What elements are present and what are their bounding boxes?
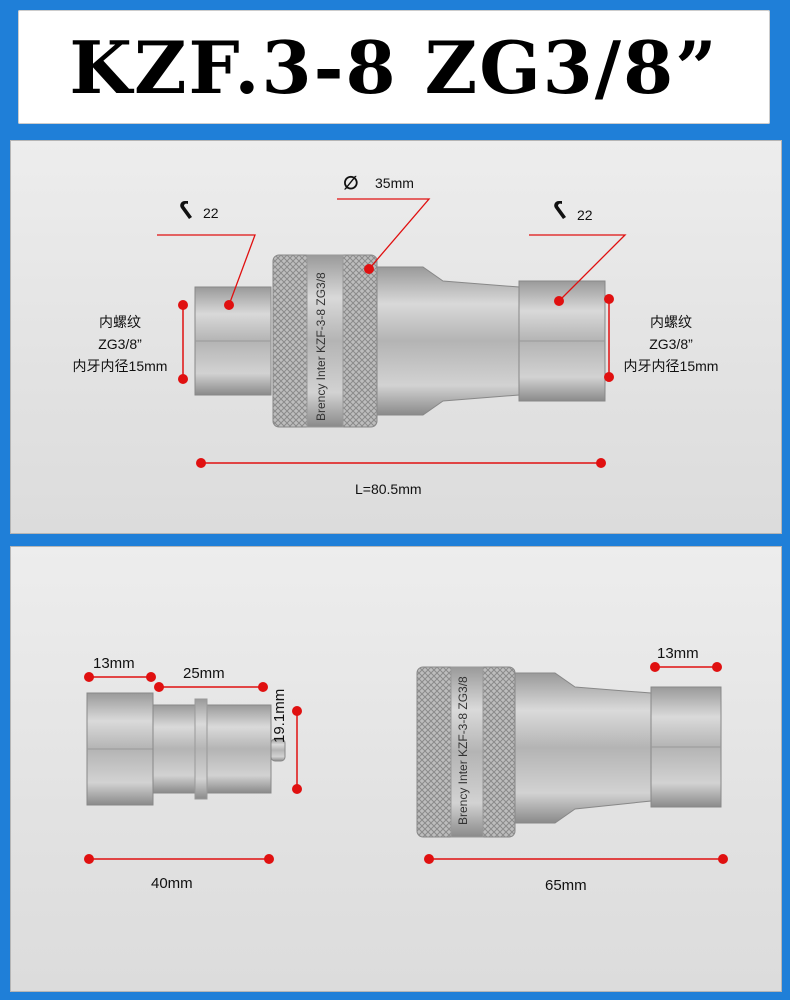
page-title: KZF.3-8 ZG3/8” [69,24,719,110]
plug-nipple [152,704,272,794]
separated-coupling-panel: Brency Inter KZF-3-8 ZG3/8 13mm 25mm 19.… [10,546,782,992]
thread-right-line2: ZG3/8” [649,336,693,352]
socket-cone [514,672,652,824]
thread-right-line1: 内螺纹 [650,314,692,330]
wrench-right-leader [529,234,627,302]
diameter-leader [337,198,431,270]
socket-engraving: Brency Inter KZF-3-8 ZG3/8 [456,676,470,825]
length-value: L=80.5mm [355,481,422,497]
diameter-value: 35mm [375,175,414,191]
thread-left-line2: ZG3/8” [98,336,142,352]
plug-hex-dimension: 13mm [93,655,135,672]
plug-cone [376,266,520,416]
wrench-left-value: 22 [203,205,219,221]
separated-coupling-drawing: Brency Inter KZF-3-8 ZG3/8 [84,662,728,864]
plug-body-dimension: 25mm [183,665,225,682]
wrench-left-leader [157,234,256,306]
assembled-coupling-panel: Brency Inter KZF-3-8 ZG3/8 22 22 ∅ 35mm … [10,140,782,534]
socket-length-dimension: 65mm [545,877,587,894]
socket-hex-dimension: 13mm [657,645,699,662]
plug-diameter-dimension: 19.1mm [271,688,288,743]
plug-length-dimension: 40mm [151,875,193,892]
thread-left-line3: 内牙内径15mm [72,358,168,374]
thread-left-block: 内螺纹 ZG3/8” 内牙内径15mm [65,311,175,377]
engraving-text: Brency Inter KZF-3-8 ZG3/8 [314,272,328,421]
wrench-left-icon [180,201,192,219]
wrench-right-value: 22 [577,207,593,223]
wrench-right-icon [554,201,566,219]
thread-right-block: 内螺纹 ZG3/8” 内牙内径15mm [609,311,733,377]
thread-right-line3: 内牙内径15mm [623,358,719,374]
assembled-coupling-drawing: Brency Inter KZF-3-8 ZG3/8 [157,198,627,468]
thread-left-line1: 内螺纹 [99,314,141,330]
title-box: KZF.3-8 ZG3/8” [18,10,770,124]
diameter-icon: ∅ [343,173,359,193]
